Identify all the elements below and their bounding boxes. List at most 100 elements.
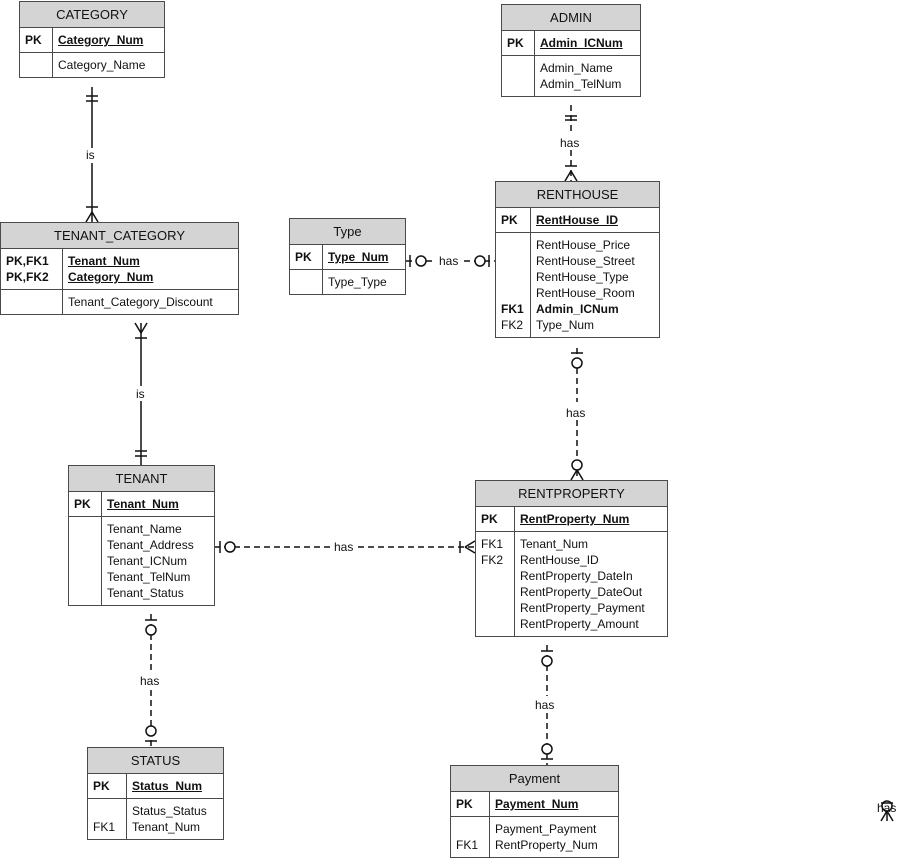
attribute: Admin_Name — [540, 61, 613, 75]
attribute-section: FK1 FK2 RentHouse_Price RentHouse_Street… — [496, 233, 659, 337]
pk-attrs: Type_Num — [323, 245, 388, 269]
pk-keys: PK — [476, 507, 515, 531]
rel-label-tenant-status: has — [140, 674, 159, 688]
attribute: RentProperty_Amount — [520, 617, 639, 631]
entity-title: RENTHOUSE — [496, 182, 659, 208]
attribute: Tenant_Num — [107, 497, 179, 511]
attribute: Tenant_Num — [132, 820, 201, 834]
attribute: Payment_Num — [495, 797, 579, 811]
pk-section: PK Status_Num — [88, 774, 223, 799]
entity-title: RENTPROPERTY — [476, 481, 667, 507]
fk-keys: FK1 FK2 — [476, 532, 515, 636]
attribute-section: Tenant_Name Tenant_Address Tenant_ICNum … — [69, 517, 214, 605]
attribute-section: Type_Type — [290, 270, 405, 294]
attrs: Tenant_Name Tenant_Address Tenant_ICNum … — [102, 517, 194, 605]
attribute: RentHouse_Type — [536, 270, 629, 284]
attribute: RentProperty_Num — [495, 838, 598, 852]
entity-type[interactable]: Type PK Type_Num Type_Type — [289, 218, 406, 295]
attribute-section: Admin_Name Admin_TelNum — [502, 56, 640, 96]
attribute-section: FK1 Payment_Payment RentProperty_Num — [451, 817, 618, 857]
rel-category-tenant-category — [85, 87, 99, 223]
rel-type-renthouse — [406, 255, 495, 267]
attribute: Tenant_Address — [107, 538, 194, 552]
attribute: RentHouse_Price — [536, 238, 631, 252]
entity-category[interactable]: CATEGORY PK Category_Num Category_Name — [19, 1, 165, 78]
key-label: PK,FK2 — [6, 270, 49, 284]
attribute: Type_Type — [328, 275, 387, 289]
attribute-section: FK1 Status_Status Tenant_Num — [88, 799, 223, 839]
rel-renthouse-rentproperty — [570, 348, 584, 481]
pk-attrs: Tenant_Num — [102, 492, 179, 516]
attribute: Status_Status — [132, 804, 207, 818]
attrs: Status_Status Tenant_Num — [127, 799, 207, 839]
rel-label-type-renthouse: has — [439, 254, 458, 268]
entity-status[interactable]: STATUS PK Status_Num FK1 Status_Status T… — [87, 747, 224, 840]
key-label: PK — [501, 213, 518, 227]
attribute: RentProperty_DateOut — [520, 585, 643, 599]
attribute: Type_Num — [328, 250, 389, 264]
fk-keys — [1, 290, 63, 314]
entity-admin[interactable]: ADMIN PK Admin_ICNum Admin_Name Admin_Te… — [501, 4, 641, 97]
rel-tenant-rentproperty — [214, 540, 476, 554]
attribute-section: Tenant_Category_Discount — [1, 290, 238, 314]
rel-label-tenant-rentproperty: has — [334, 540, 353, 554]
attribute: Tenant_Name — [107, 522, 182, 536]
attribute: RentHouse_ID — [536, 213, 619, 227]
fk-keys — [69, 517, 102, 605]
attribute: Type_Num — [536, 318, 595, 332]
pk-section: PK Admin_ICNum — [502, 31, 640, 56]
pk-keys: PK — [496, 208, 531, 232]
entity-title: ADMIN — [502, 5, 640, 31]
attribute: Tenant_Status — [107, 586, 184, 600]
entity-rentproperty[interactable]: RENTPROPERTY PK RentProperty_Num FK1 FK2… — [475, 480, 668, 637]
rel-label-tenant-category-tenant: is — [136, 387, 145, 401]
key-label: PK — [295, 250, 312, 264]
fk-keys — [290, 270, 323, 294]
pk-section: PK Payment_Num — [451, 792, 618, 817]
entity-tenant-category[interactable]: TENANT_CATEGORY PK,FK1 PK,FK2 Tenant_Num… — [0, 222, 239, 315]
attribute: Admin_TelNum — [540, 77, 622, 91]
pk-attrs: Admin_ICNum — [535, 31, 623, 55]
pk-section: PK Type_Num — [290, 245, 405, 270]
key-label: PK — [456, 797, 473, 811]
key-label: FK1 — [93, 820, 116, 834]
fk-keys: FK1 — [88, 799, 127, 839]
pk-attrs: RentHouse_ID — [531, 208, 618, 232]
pk-keys: PK — [88, 774, 127, 798]
attribute-section: FK1 FK2 Tenant_Num RentHouse_ID RentProp… — [476, 532, 667, 636]
entity-tenant[interactable]: TENANT PK Tenant_Num Tenant_Name Tenant_… — [68, 465, 215, 606]
rel-stray — [880, 800, 894, 822]
entity-renthouse[interactable]: RENTHOUSE PK RentHouse_ID FK1 FK2 RentHo… — [495, 181, 660, 338]
key-label: FK1 — [481, 537, 504, 551]
rel-label-rentproperty-payment: has — [535, 698, 554, 712]
pk-attrs: Tenant_Num Category_Num — [63, 249, 153, 289]
pk-keys: PK — [20, 28, 53, 52]
rel-label-renthouse-rentproperty: has — [566, 406, 585, 420]
entity-payment[interactable]: Payment PK Payment_Num FK1 Payment_Payme… — [450, 765, 619, 858]
pk-section: PK RentProperty_Num — [476, 507, 667, 532]
attribute: Tenant_Category_Discount — [68, 295, 213, 309]
fk-keys — [502, 56, 535, 96]
pk-section: PK RentHouse_ID — [496, 208, 659, 233]
key-label: FK1 — [456, 838, 479, 852]
attribute: RentHouse_Room — [536, 286, 635, 300]
pk-keys: PK — [502, 31, 535, 55]
fk-keys: FK1 — [451, 817, 490, 857]
attribute: Tenant_Num — [68, 254, 140, 268]
entity-title: STATUS — [88, 748, 223, 774]
pk-keys: PK — [451, 792, 490, 816]
pk-section: PK Tenant_Num — [69, 492, 214, 517]
key-label: PK — [507, 36, 524, 50]
attribute: RentProperty_Num — [520, 512, 630, 526]
attribute: RentProperty_Payment — [520, 601, 645, 615]
rel-tenant-status — [145, 614, 157, 747]
pk-section: PK Category_Num — [20, 28, 164, 53]
rel-label-stray: has — [877, 801, 896, 815]
key-label: FK1 — [501, 302, 524, 316]
rel-label-admin-renthouse: has — [560, 136, 579, 150]
entity-title: Payment — [451, 766, 618, 792]
attribute: Category_Name — [58, 58, 146, 72]
key-label: PK,FK1 — [6, 254, 49, 268]
attribute-section: Category_Name — [20, 53, 164, 77]
